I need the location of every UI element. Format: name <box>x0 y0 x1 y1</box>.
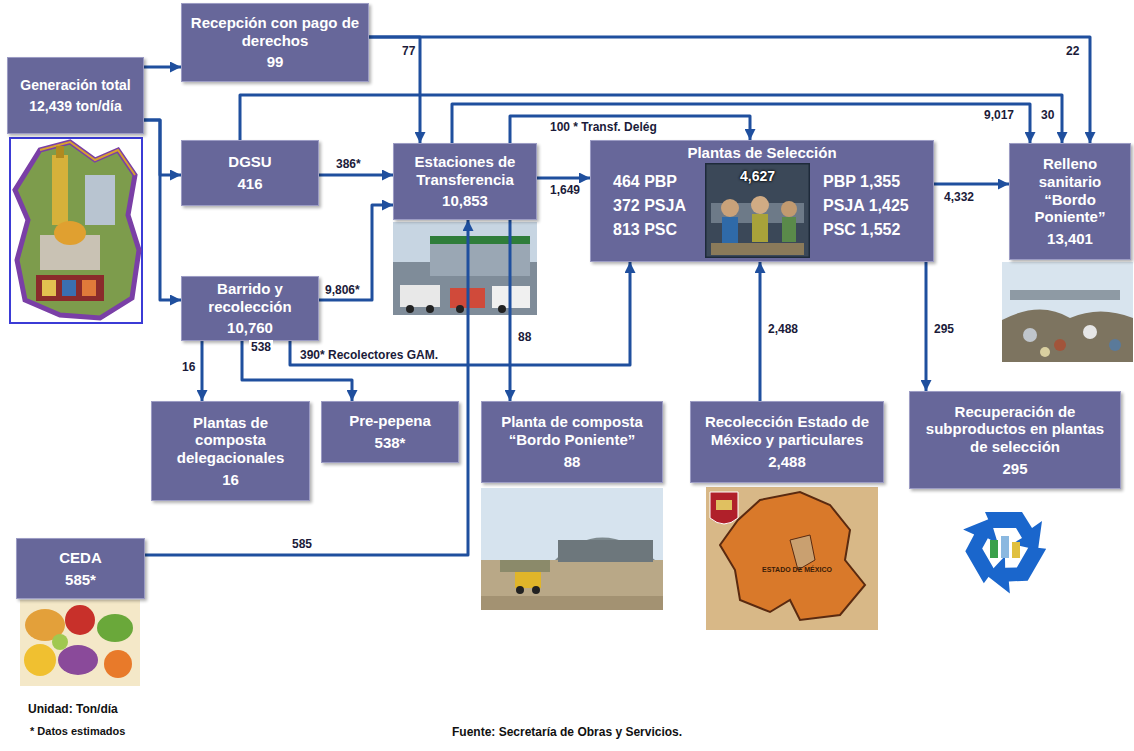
flow-label: 1,649 <box>548 183 582 197</box>
box-value: 4,627 <box>705 168 810 184</box>
flow-label: 4,332 <box>942 190 976 204</box>
box-value: 372 PSJA <box>613 197 686 215</box>
box-value: PSC 1,552 <box>823 221 900 239</box>
source-box: CEDA 585* <box>16 538 145 599</box>
flow-label: 77 <box>400 44 417 58</box>
box-value: PBP 1,355 <box>823 173 900 191</box>
flow-arrow <box>201 341 204 401</box>
flow-arrow <box>145 220 468 555</box>
flow-label: 538 <box>249 340 273 354</box>
compost-photo <box>481 488 663 610</box>
recycle-symbol <box>955 512 1046 598</box>
box-value: 585* <box>23 571 138 589</box>
process-box: Planta de composta “Bordo Poniente” 88 <box>481 401 663 483</box>
destination-box: Relleno sanitario “Bordo Poniente” 13,401 <box>1009 143 1131 260</box>
flow-arrow <box>144 66 181 69</box>
flow-arrow <box>510 116 750 143</box>
box-value: 416 <box>188 175 312 193</box>
box-heading: CEDA <box>23 549 138 567</box>
box-heading: Estaciones de Transferencia <box>400 153 530 188</box>
footnote: * Datos estimados <box>30 725 125 738</box>
process-box: Plantas de Selección 464 PBP 372 PSJA 813 P… <box>590 140 934 262</box>
transfer-photo <box>393 222 537 315</box>
flow-label: 390* Recolectores GAM. <box>298 348 440 362</box>
flow-arrow <box>452 104 1030 143</box>
flow-arrow <box>934 183 1009 186</box>
fruit-picture <box>20 600 140 686</box>
flow-arrow <box>240 95 1062 143</box>
box-heading: Pre-pepena <box>328 412 452 430</box>
process-box: Estaciones de Transferencia 10,853 <box>393 143 537 220</box>
state-map <box>706 487 878 630</box>
flow-arrow <box>369 37 1090 143</box>
flow-label: 30 <box>1039 108 1056 122</box>
flow-label: 88 <box>516 330 533 344</box>
flow-arrow <box>537 177 590 180</box>
flow-arrow <box>509 220 512 401</box>
box-value: 99 <box>188 53 362 71</box>
box-heading: Plantas de composta delegacionales <box>158 414 303 467</box>
box-value: 10,760 <box>188 319 312 337</box>
source-box: Generación total 12,439 ton/día <box>7 57 144 134</box>
box-value: 813 PSC <box>613 221 677 239</box>
flow-arrow <box>290 262 630 365</box>
box-value: 10,853 <box>400 192 530 210</box>
map-label: ESTADO DE MÉXICO <box>762 566 832 574</box>
flow-label: 100 * Transf. Delég <box>548 120 659 134</box>
process-box: Pre-pepena 538* <box>321 401 459 463</box>
box-value: PSJA 1,425 <box>823 197 909 215</box>
box-heading: Relleno sanitario “Bordo Poniente” <box>1016 155 1124 226</box>
box-heading: DGSU <box>188 153 312 171</box>
flow-arrow <box>319 174 393 177</box>
box-value: 88 <box>488 453 656 471</box>
flow-label: 16 <box>180 360 197 374</box>
box-heading: Planta de composta “Bordo Poniente” <box>488 413 656 448</box>
box-value: 16 <box>158 471 303 489</box>
box-heading: Recepción con pago de derechos <box>188 14 362 49</box>
box-heading: Recuperación de subproductos en plantas … <box>916 403 1114 456</box>
flow-label: 22 <box>1064 44 1081 58</box>
flow-arrow <box>759 262 762 401</box>
box-value: 464 PBP <box>613 173 677 191</box>
box-value: 12,439 ton/día <box>14 98 137 115</box>
landfill-photo <box>1002 262 1133 362</box>
flow-label: 2,488 <box>766 322 800 336</box>
flow-arrow <box>144 120 181 175</box>
flow-arrow <box>925 262 928 391</box>
process-box: Recolección Estado de México y particula… <box>690 401 884 483</box>
box-heading: Generación total <box>14 77 137 94</box>
flow-label: 386* <box>334 157 363 171</box>
process-box: Plantas de composta delegacionales 16 <box>151 401 310 501</box>
box-heading: Barrido y recolección <box>188 280 312 315</box>
box-value: 538* <box>328 434 452 452</box>
process-box: Barrido y recolección 10,760 <box>181 276 319 341</box>
box-heading: Plantas de Selección <box>591 144 933 161</box>
flow-label: 9,806* <box>323 283 362 297</box>
box-heading: Recolección Estado de México y particula… <box>697 413 877 448</box>
flow-label: 585 <box>290 537 314 551</box>
process-box: DGSU 416 <box>181 140 319 206</box>
city-map <box>10 138 142 323</box>
box-value: 13,401 <box>1016 230 1124 248</box>
source-note: Fuente: Secretaría de Obras y Servicios. <box>452 725 682 739</box>
box-value: 2,488 <box>697 453 877 471</box>
box-value: 295 <box>916 460 1114 478</box>
flow-arrow <box>144 120 181 300</box>
flow-label: 295 <box>932 322 956 336</box>
flow-arrow <box>319 205 393 300</box>
flow-label: 9,017 <box>982 108 1016 122</box>
footnote: Unidad: Ton/día <box>28 702 118 716</box>
flow-arrow <box>369 37 420 143</box>
process-box: Recepción con pago de derechos 99 <box>181 3 369 82</box>
process-box: Recuperación de subproductos en plantas … <box>909 391 1121 489</box>
